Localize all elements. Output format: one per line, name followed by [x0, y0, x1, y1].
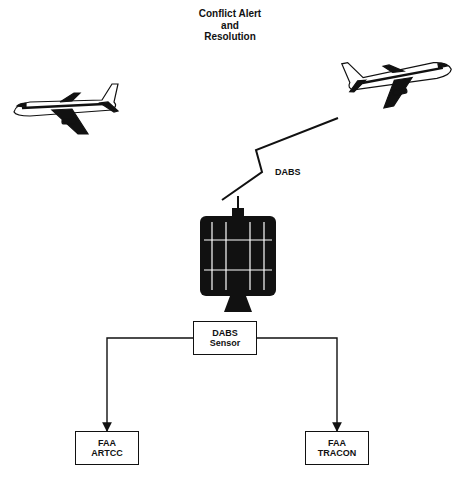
airplane-right	[342, 42, 456, 115]
signal-arrow	[257, 338, 337, 431]
process-box: FAA ARTCC	[75, 431, 139, 465]
box-text: DABS Sensor	[210, 328, 241, 349]
diagram-title: Conflict Alert and Resolution	[196, 8, 264, 43]
process-box: FAA TRACON	[305, 431, 369, 465]
radar-sensor	[200, 196, 276, 312]
box-text: FAA TRACON	[318, 438, 357, 459]
process-box: DABS Sensor	[193, 321, 257, 355]
box-text: FAA ARTCC	[91, 438, 122, 459]
datalink-bolt	[222, 118, 338, 200]
airplane-left	[14, 84, 118, 134]
signal-arrow	[107, 338, 193, 431]
link-label: DABS	[275, 167, 301, 177]
